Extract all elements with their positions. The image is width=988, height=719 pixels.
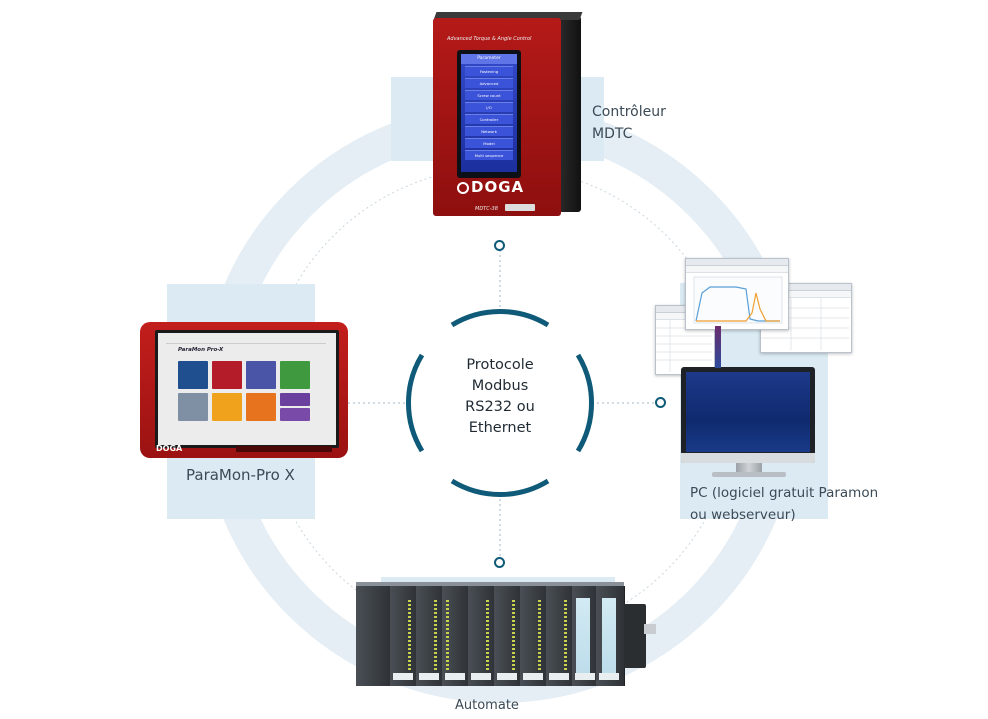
center-ring [406,309,594,497]
plc-module [520,586,547,686]
paramon-screen-title: ParaMon Pro-X [178,347,224,353]
mdtc-screen-caption: Advanced Torque & Angle Control [447,36,532,42]
doga-logo-text: DOGA [471,178,525,196]
mdtc-menu-item: Advanced [465,78,513,88]
mdtc-menu-item: I/O [465,102,513,112]
tile-logout [280,408,310,421]
mdtc-menu-item: Fastening [465,66,513,76]
pc-monitor-image [681,367,815,463]
plc-connector [624,604,646,668]
monitor-base [712,472,786,477]
connector-dot-top [494,240,505,251]
plc-io-module-light [572,586,597,686]
protocol-line-2: Modbus [471,378,529,394]
mdtc-menu-item: Model [465,138,513,148]
mdtc-side-panel [559,16,581,212]
tile-monitor [280,361,310,389]
paramon-tiles [178,361,318,441]
plc-rail [356,582,624,586]
doga-logo: DOGA [457,178,524,196]
tile-file-browser [280,393,310,406]
paramon-screen: ParaMon Pro-X [155,330,339,448]
plc-module [416,586,443,686]
mdtc-model-text: MDTC-38 [475,206,498,212]
mdtc-model-tag [505,204,535,211]
doga-logo-icon [457,182,469,194]
tile-job-manager [212,361,242,389]
mdtc-menu: Parameter Fastening Advanced Screw count… [461,54,517,172]
plc-power-module [356,586,391,686]
usb-cable-icon [715,326,721,368]
monitor-chin [681,453,815,463]
tile-operation [178,361,208,389]
connector-dot-right [655,397,666,408]
mdtc-label-line-1: Contrôleur [592,104,666,120]
plc-io-module-light [596,586,625,686]
tile-parameter [246,361,276,389]
window-titlebar [761,284,851,291]
paramon-label: ParaMon-Pro X [186,466,295,484]
plc-image [356,582,656,690]
window-titlebar [686,259,788,266]
monitor-neck [736,463,762,473]
plc-label: Automate [455,698,519,713]
connector-dot-bottom [494,557,505,568]
software-window-graph [685,258,789,330]
mdtc-menu-title: Parameter [461,54,517,64]
tile-setting [212,393,242,421]
tile-system [246,393,276,421]
paramon-status-bar [166,337,326,344]
plc-module [494,586,521,686]
mdtc-menu-item: Multi sequence [465,150,513,160]
paramon-tablet-image: ParaMon Pro-X DOGA [140,322,348,458]
mdtc-label: Contrôleur MDTC [592,101,666,145]
mdtc-menu-item: Screw count [465,90,513,100]
torque-graph-icon [693,276,783,324]
protocol-line-1: Protocole [466,357,534,373]
mdtc-screen: Parameter Fastening Advanced Screw count… [457,50,521,178]
pc-label: PC (logiciel gratuit Paramon ou webserve… [690,482,878,526]
mdtc-menu-item: Network [465,126,513,136]
protocol-line-3: RS232 ou [465,399,535,415]
protocol-label: Protocole Modbus RS232 ou Ethernet [420,355,580,439]
plc-module [390,586,417,686]
window-toolbar [686,266,788,273]
mdtc-label-line-2: MDTC [592,126,633,142]
monitor-screen [686,372,810,452]
window-toolbar [761,291,851,298]
protocol-line-4: Ethernet [468,420,532,436]
mdtc-menu-item: Controller [465,114,513,124]
paramon-name-strip [236,446,332,452]
mdtc-front: Advanced Torque & Angle Control Paramete… [433,18,561,216]
plc-module [546,586,573,686]
pc-label-line-2: ou webserveur) [690,507,796,523]
mdtc-controller-image: Advanced Torque & Angle Control Paramete… [433,12,583,217]
pc-label-line-1: PC (logiciel gratuit Paramon [690,485,879,501]
plc-module [442,586,469,686]
plc-plug [644,624,656,634]
tile-process [178,393,208,421]
paramon-doga-logo: DOGA [156,444,183,453]
plc-module [468,586,495,686]
